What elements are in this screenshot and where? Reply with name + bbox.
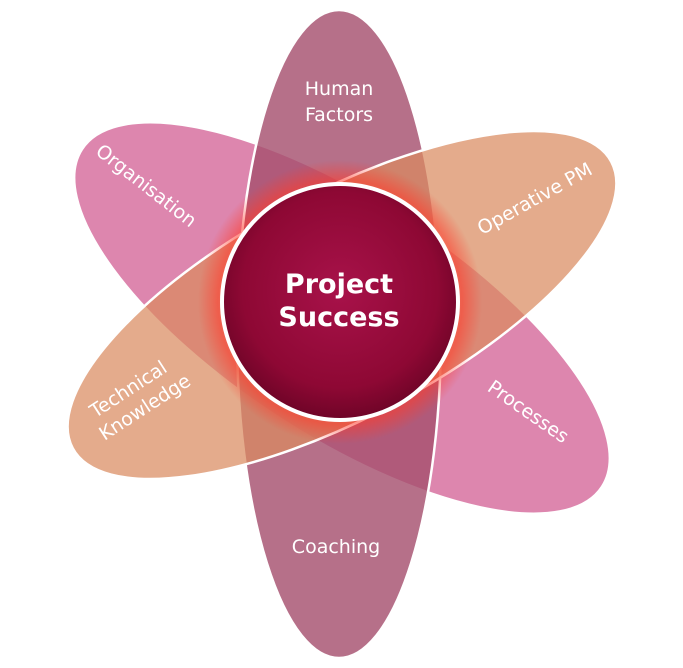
human-factors-label-line2: Factors (305, 104, 373, 126)
coaching-label: Coaching (292, 536, 380, 558)
human-factors-label-line1: Human (305, 78, 374, 100)
center-label-line2: Success (278, 302, 399, 333)
center-circle (220, 182, 460, 422)
center-label-line1: Project (285, 269, 393, 300)
